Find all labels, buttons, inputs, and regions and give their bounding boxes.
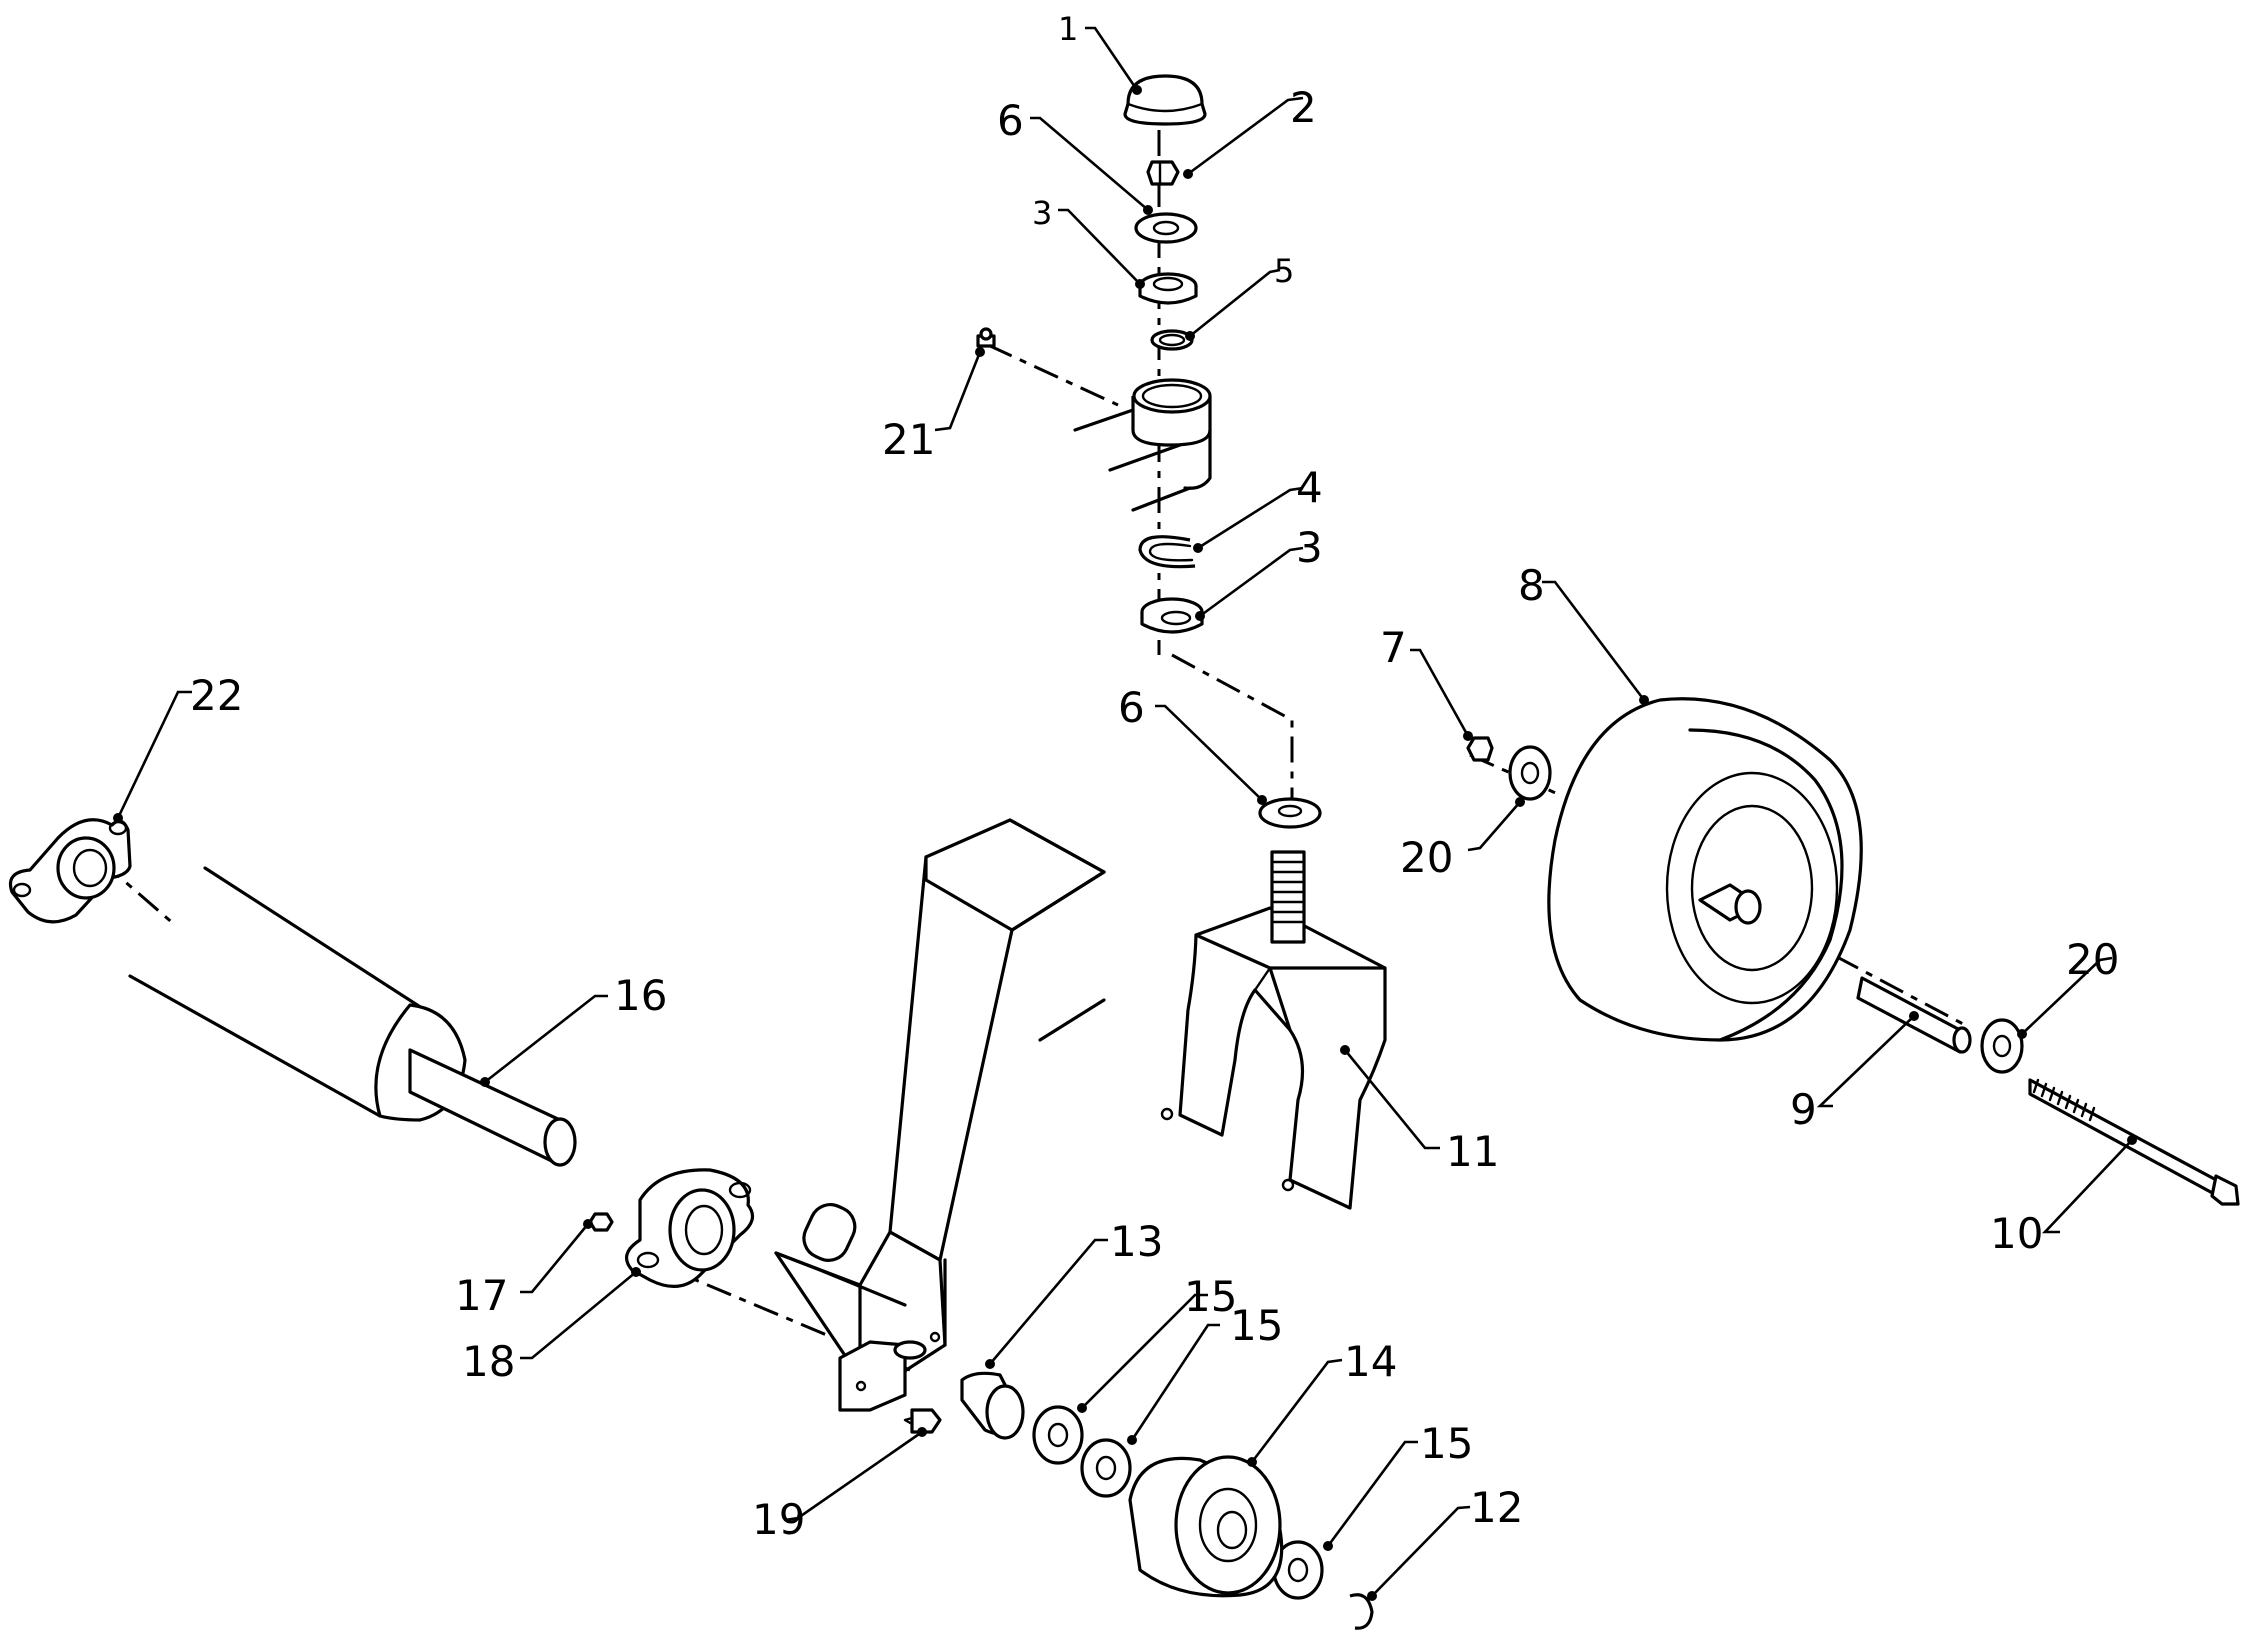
part-20-washer-a bbox=[1508, 745, 1552, 801]
part-20-washer-b bbox=[1980, 1018, 2024, 1074]
part-19-bolt bbox=[903, 1408, 942, 1434]
label-part-7: 7 bbox=[1380, 623, 1407, 672]
label-part-4: 4 bbox=[1296, 463, 1323, 512]
leader-lines bbox=[116, 26, 2133, 1597]
part-15-washer-b bbox=[1080, 1438, 1132, 1498]
label-part-9: 9 bbox=[1790, 1085, 1817, 1134]
part-4-snap-ring bbox=[1138, 535, 1196, 569]
label-part-11: 11 bbox=[1446, 1127, 1499, 1176]
part-15-washer-a bbox=[1032, 1405, 1084, 1465]
part-7-nut bbox=[1466, 736, 1494, 762]
part-14-roller-wheel bbox=[1128, 1455, 1284, 1598]
part-22-flange-bearing bbox=[8, 818, 132, 924]
frame-arm bbox=[774, 818, 1106, 1412]
label-part-15-b: 15 bbox=[1230, 1301, 1283, 1350]
label-part-15-c: 15 bbox=[1420, 1419, 1473, 1468]
part-13-spacer bbox=[960, 1371, 1025, 1440]
label-part-18: 18 bbox=[462, 1337, 515, 1386]
thread-lines bbox=[1270, 860, 1306, 924]
label-part-3-top: 3 bbox=[1032, 194, 1052, 232]
label-part-6-top: 6 bbox=[997, 96, 1024, 145]
part-11-caster-fork bbox=[1160, 850, 1387, 1210]
label-part-21: 21 bbox=[882, 415, 935, 464]
label-part-16: 16 bbox=[614, 971, 667, 1020]
label-part-1: 1 bbox=[1058, 10, 1078, 48]
label-part-13: 13 bbox=[1110, 1217, 1163, 1266]
label-part-3-lower: 3 bbox=[1296, 523, 1323, 572]
part-number-labels: 1 2 6 3 5 21 4 3 6 7 8 20 22 16 11 9 10 … bbox=[190, 10, 2119, 1544]
caster-pivot-housing bbox=[1073, 378, 1212, 512]
part-3-bearing-top bbox=[1138, 272, 1198, 305]
label-part-12: 12 bbox=[1470, 1483, 1523, 1532]
label-part-8: 8 bbox=[1518, 561, 1545, 610]
label-part-5: 5 bbox=[1274, 252, 1294, 290]
part-10-bolt bbox=[2028, 1078, 2240, 1206]
label-part-17: 17 bbox=[455, 1271, 508, 1320]
part-8-caster-wheel bbox=[1547, 697, 1863, 1042]
part-18-flange-bearing bbox=[624, 1168, 755, 1288]
label-part-14: 14 bbox=[1344, 1337, 1397, 1386]
part-6-washer-top bbox=[1134, 212, 1198, 244]
label-part-2: 2 bbox=[1290, 83, 1317, 132]
label-part-19: 19 bbox=[752, 1495, 805, 1544]
label-part-20-right: 20 bbox=[2066, 935, 2119, 984]
bolt-thread-lines bbox=[2032, 1078, 2096, 1122]
part-1-dust-cap bbox=[1123, 74, 1207, 126]
label-part-15-a: 15 bbox=[1184, 1272, 1237, 1321]
part-21-grease-fitting bbox=[976, 327, 996, 348]
leader-dots bbox=[113, 85, 2137, 1601]
label-part-22: 22 bbox=[190, 671, 243, 720]
label-part-6-lower: 6 bbox=[1118, 683, 1145, 732]
part-3-bearing-lower bbox=[1140, 597, 1204, 634]
part-16-roller-shaft bbox=[128, 866, 577, 1167]
part-12-snap-ring bbox=[1349, 1593, 1374, 1630]
label-part-10: 10 bbox=[1990, 1209, 2043, 1258]
part-2-nut bbox=[1146, 160, 1180, 186]
part-6-washer-lower bbox=[1258, 797, 1322, 829]
part-17-nut bbox=[588, 1212, 614, 1232]
label-part-20-left: 20 bbox=[1400, 833, 1453, 882]
